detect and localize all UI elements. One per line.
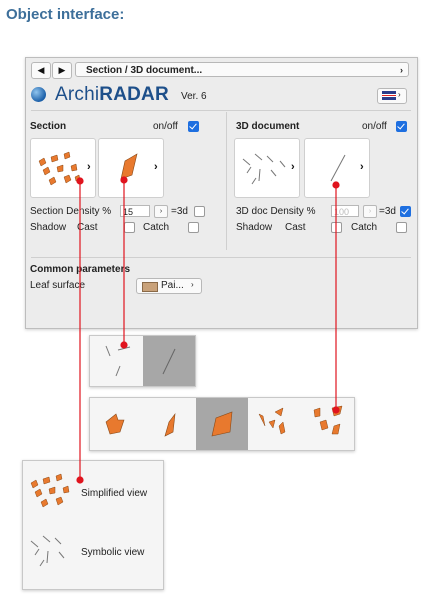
material-swatch [142, 282, 158, 292]
doc3d-eq3d-label: =3d [379, 206, 396, 217]
chevron-right-icon: › [291, 161, 295, 173]
chevron-right-icon: › [87, 161, 91, 173]
simplified-view-icon [38, 151, 81, 186]
next-page-button[interactable]: ▶ [52, 62, 72, 79]
leaf-surface-button[interactable]: Pai... › [136, 278, 202, 294]
doc3d-fill-selector[interactable]: › [304, 138, 370, 198]
section-fill-selector[interactable]: › [98, 138, 164, 198]
doc3d-view-selector[interactable]: › [234, 138, 300, 198]
divider [31, 110, 411, 111]
doc3d-shadow-label: Shadow [236, 222, 273, 233]
section-fill-icon [120, 153, 138, 180]
leaf-surface-label: Leaf surface [30, 280, 86, 291]
section-density-input[interactable]: 15 [120, 205, 150, 217]
section-density-button[interactable]: › [154, 205, 168, 218]
section-shadow-label: Shadow [30, 222, 67, 233]
chevron-right-icon: › [360, 161, 364, 173]
shards-shape-icon [258, 407, 286, 435]
doc3d-cast-checkbox[interactable] [331, 222, 342, 233]
single-line-icon [162, 348, 176, 375]
doc3d-onoff-checkbox[interactable] [396, 121, 407, 132]
section-onoff-checkbox[interactable] [188, 121, 199, 132]
section-density-label: Section Density % [30, 206, 112, 217]
app-logo: ArchiRADAR [55, 84, 169, 106]
language-button[interactable]: › [377, 88, 407, 104]
simplified-view-label: Simplified view [81, 488, 148, 499]
symbolic-view-icon [30, 535, 65, 567]
section-cast-checkbox[interactable] [124, 222, 135, 233]
fill-shape-popup [89, 397, 355, 451]
doc3d-cast-label: Cast [285, 222, 306, 233]
page-heading: Object interface: [6, 6, 125, 23]
chevron-right-icon: › [400, 65, 403, 75]
previous-page-button[interactable]: ◀ [31, 62, 51, 79]
section-eq3d-checkbox[interactable] [194, 206, 205, 217]
doc3d-density-input[interactable]: 100 [331, 205, 359, 217]
fill-shape-option-4[interactable] [249, 398, 301, 450]
divider [226, 112, 227, 250]
logo-prefix: Archi [55, 84, 100, 105]
doc3d-eq3d-checkbox[interactable] [400, 206, 411, 217]
doc3d-onoff-label: on/off [362, 121, 387, 132]
view-mode-popup: Simplified view Symbolic view [22, 460, 164, 590]
scattered-lines-icon [105, 345, 131, 377]
doc3d-line-icon [330, 154, 346, 182]
app-logo-row: ArchiRADAR Ver. 6 › [31, 84, 411, 106]
doc3d-density-label: 3D doc Density % [236, 206, 316, 217]
fill-shape-option-5[interactable] [302, 398, 354, 450]
page-selector[interactable]: Section / 3D document... › [75, 62, 409, 77]
fill-shape-option-2[interactable] [143, 398, 195, 450]
simplified-view-icon [30, 473, 70, 508]
divider [31, 257, 411, 258]
doc3d-catch-checkbox[interactable] [396, 222, 407, 233]
view-option-simplified[interactable]: Simplified view [23, 469, 163, 519]
line-style-option-single[interactable] [143, 336, 195, 386]
doc3d-title: 3D document [236, 121, 300, 132]
logo-suffix: RADAR [99, 84, 169, 105]
page-selector-label: Section / 3D document... [86, 65, 203, 76]
polygon-shape-icon [105, 413, 125, 435]
app-version: Ver. 6 [181, 91, 207, 102]
line-style-option-scattered[interactable] [90, 336, 142, 386]
navigation-bar: ◀ ▶ Section / 3D document... › [31, 62, 411, 79]
quad-shape-icon [211, 411, 233, 437]
globe-icon [31, 87, 46, 102]
section-view-selector[interactable]: › [30, 138, 96, 198]
common-parameters-title: Common parameters [30, 264, 131, 275]
section-catch-checkbox[interactable] [188, 222, 199, 233]
uk-flag-icon [382, 91, 396, 100]
symbolic-view-icon [242, 153, 286, 185]
section-eq3d-label: =3d [171, 206, 188, 217]
fill-shape-option-3[interactable] [196, 398, 248, 450]
leaf-surface-value: Pai... [161, 280, 184, 291]
doc3d-catch-label: Catch [351, 222, 378, 233]
fill-shape-option-1[interactable] [90, 398, 142, 450]
parallelogram-shape-icon [164, 412, 176, 437]
view-option-symbolic[interactable]: Symbolic view [23, 527, 163, 577]
section-title: Section [30, 121, 67, 132]
section-catch-label: Catch [143, 222, 170, 233]
scattered-shapes-icon [313, 405, 343, 435]
chevron-right-icon: › [398, 90, 401, 99]
section-onoff-label: on/off [153, 121, 178, 132]
doc3d-density-button[interactable]: › [363, 205, 377, 218]
symbolic-view-label: Symbolic view [81, 547, 145, 558]
chevron-right-icon: › [154, 161, 158, 173]
line-style-popup [89, 335, 196, 387]
section-cast-label: Cast [77, 222, 98, 233]
chevron-right-icon: › [191, 280, 194, 289]
